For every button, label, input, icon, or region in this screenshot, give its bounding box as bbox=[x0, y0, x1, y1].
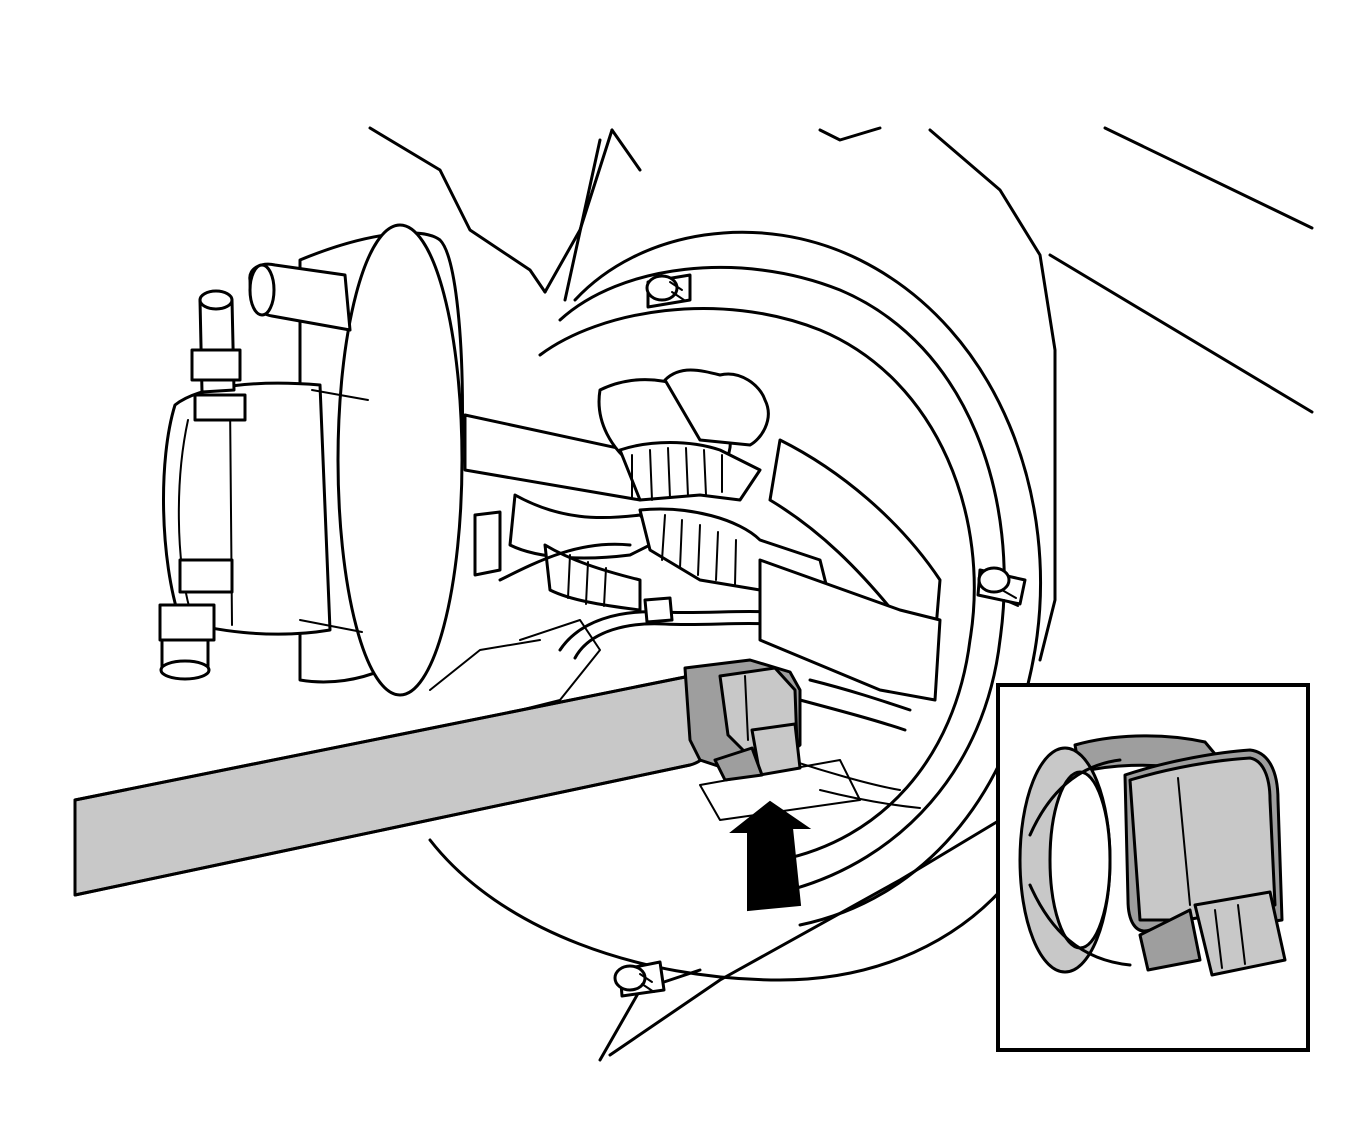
direction-arrow bbox=[729, 800, 812, 912]
body-panel-outline bbox=[368, 126, 1314, 1062]
fuel-pump-module bbox=[158, 223, 502, 697]
mounting-stud-bottom bbox=[613, 960, 666, 998]
mounting-stud-right bbox=[976, 566, 1027, 607]
tool-clamp-head bbox=[683, 658, 802, 782]
detail-inset bbox=[996, 683, 1310, 1052]
access-opening-ring bbox=[428, 230, 1042, 982]
mounting-stud-top bbox=[645, 273, 692, 309]
fuel-hoses-and-harness bbox=[429, 368, 942, 821]
inset-lock-ring-clamp bbox=[1018, 734, 1287, 977]
spanner-tool bbox=[73, 674, 722, 897]
